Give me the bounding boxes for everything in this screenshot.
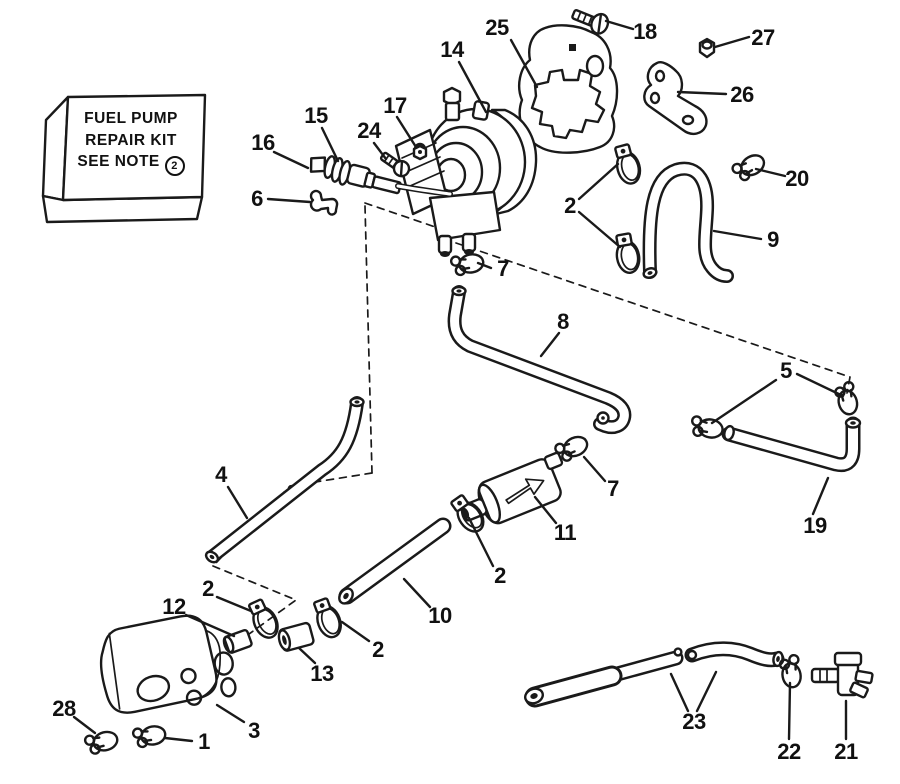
fuel-line-tube [395,183,453,197]
hose-4 [204,396,365,564]
callout-11: 11 [553,520,577,545]
note-number-badge: 2 [164,156,185,177]
callout-25: 25 [485,15,509,40]
repair-kit-note: FUEL PUMP REPAIR KIT SEE NOTE 2 [60,108,202,177]
clamp-5-right [832,379,862,418]
callout-26: 26 [730,82,754,107]
callout-23: 23 [682,709,706,734]
callout-21: 21 [834,739,858,764]
hose-8 [447,285,632,435]
clamp-1 [131,722,168,750]
nut-17 [412,144,428,161]
note-line-2: REPAIR KIT [85,131,177,149]
callout-13: 13 [310,661,334,686]
callout-24: 24 [357,118,381,143]
callout-7: 7 [607,476,619,501]
clamp-20 [729,149,769,185]
callout-16: 16 [251,130,275,155]
callout-5: 5 [780,358,792,383]
nut-27 [698,37,716,59]
callout-28: 28 [52,696,76,721]
hose-23-right [684,641,785,668]
callout-27: 27 [751,25,775,50]
callout-2: 2 [372,637,384,662]
callout-3: 3 [248,718,260,743]
leader-lines [72,19,848,743]
fuel-pump-14 [394,86,538,257]
bracket-26 [643,61,708,136]
callout-17: 17 [383,93,407,118]
clamp-2-body [244,595,284,643]
clamp-2-lower [612,231,643,276]
callout-20: 20 [785,166,809,191]
pump-body-3 [99,614,237,714]
callout-18: 18 [633,19,657,44]
callout-2: 2 [202,576,214,601]
callout-15: 15 [304,103,328,128]
clamp-28 [82,727,121,757]
callout-22: 22 [777,739,801,764]
hose-23-left [524,647,684,708]
clip-6 [309,189,339,216]
fuel-connector-15-16 [309,155,402,195]
note-line-3: SEE NOTE 2 [60,151,202,177]
callout-8: 8 [557,309,569,334]
callout-1: 1 [198,729,210,754]
callout-10: 10 [428,603,452,628]
callout-19: 19 [803,513,827,538]
callout-7: 7 [497,256,509,281]
screw-18 [571,9,610,35]
callout-9: 9 [767,227,779,252]
hose-10 [338,517,452,605]
kit-dashed-lines [212,202,851,643]
sleeve-13 [277,621,315,652]
hose-9 [642,161,734,283]
callout-4: 4 [215,462,227,487]
callout-12: 12 [162,594,186,619]
note-line-1: FUEL PUMP [84,110,178,127]
callout-6: 6 [251,186,263,211]
hose-19 [721,416,862,473]
fuel-connector-21 [810,651,874,699]
clamp-2-hose10 [309,595,347,642]
callout-2: 2 [494,563,506,588]
callout-2: 2 [564,193,576,218]
callout-14: 14 [440,37,464,62]
gasket-25 [518,24,619,154]
